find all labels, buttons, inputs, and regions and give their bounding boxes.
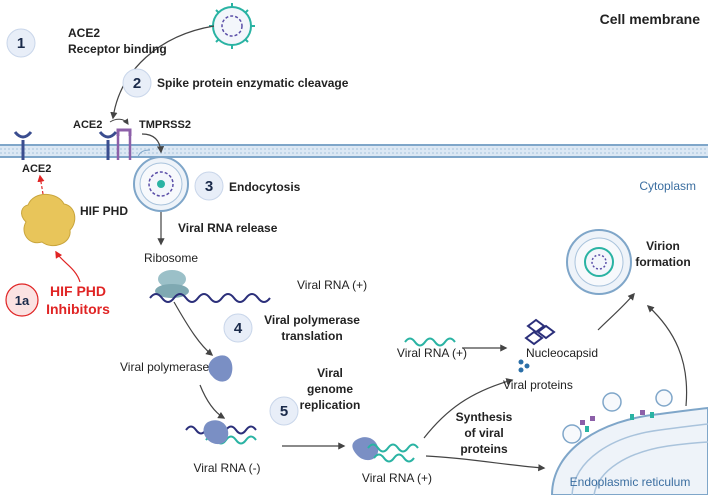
viral-rna-minus-label: Viral RNA (-) xyxy=(193,461,260,475)
virion-label-line1: Virion xyxy=(646,239,680,253)
hif-to-ace2-arrow xyxy=(37,174,45,195)
er-to-virion-arrow xyxy=(646,305,688,407)
viral-rna-release-label: Viral RNA release xyxy=(178,221,278,235)
cytoplasm-label: Cytoplasm xyxy=(639,179,696,193)
viral-rna-plus-strand-mid xyxy=(404,337,456,347)
ribosome-icon xyxy=(155,270,189,298)
ace2-receptor-icon xyxy=(98,131,118,160)
viral-proteins-icon xyxy=(518,359,530,373)
viral-rna-plus-mid-label: Viral RNA (+) xyxy=(397,346,467,360)
step-4-label-line1: Viral polymerase xyxy=(264,313,360,327)
synthesis-label-line1: Synthesis xyxy=(456,410,513,424)
virion-icon xyxy=(566,229,632,295)
virus-icon xyxy=(209,3,255,49)
step-2-marker: 2 xyxy=(122,68,152,98)
step-4-label-line2: translation xyxy=(281,329,342,343)
viral-rna-plus-top-label: Viral RNA (+) xyxy=(297,278,367,292)
svg-text:2: 2 xyxy=(133,75,141,92)
ace2-left-label: ACE2 xyxy=(22,163,51,175)
step-1-label-line1: ACE2 xyxy=(68,26,100,40)
er-label: Endoplasmic reticulum xyxy=(570,475,691,489)
replication-polymerase-icon xyxy=(203,420,229,445)
viral-polymerase-icon xyxy=(208,355,233,382)
tmprss2-label: TMPRSS2 xyxy=(139,119,191,131)
inhibitor-arrow xyxy=(55,250,81,283)
viral-rna-plus-strand-bottom-2 xyxy=(373,453,415,463)
nucleocapsid-label: Nucleocapsid xyxy=(526,346,598,360)
viral-rna-plus-strand-bottom-1 xyxy=(367,443,419,453)
step-2-label: Spike protein enzymatic cleavage xyxy=(157,76,349,90)
virion-label-line2: formation xyxy=(635,255,690,269)
entry-arrow xyxy=(141,133,165,154)
synthesis-label-line3: proteins xyxy=(460,442,508,456)
viral-polymerase-label: Viral polymerase xyxy=(120,360,209,374)
svg-text:1: 1 xyxy=(17,35,25,52)
step-3-marker: 3 xyxy=(194,171,224,201)
endoplasmic-reticulum xyxy=(550,389,708,495)
step-3-label: Endocytosis xyxy=(229,180,301,194)
ribosome-label: Ribosome xyxy=(144,251,198,265)
step-5-label-line1: Viral xyxy=(317,366,343,380)
step-1a-marker: 1a xyxy=(5,283,39,317)
cell-membrane-label: Cell membrane xyxy=(600,11,701,27)
step-5-marker: 5 xyxy=(269,396,299,426)
cell-membrane xyxy=(0,144,708,158)
step-5-label-line2: genome xyxy=(307,382,353,396)
polymerase-arrow xyxy=(199,384,226,419)
step-4-marker: 4 xyxy=(223,313,253,343)
step-5-label-line3: replication xyxy=(300,398,361,412)
endocytosis-vesicle xyxy=(133,149,189,212)
to-er-arrow xyxy=(425,455,546,472)
ace2-receptor-label: ACE2 xyxy=(73,119,102,131)
synthesis-label-line2: of viral xyxy=(464,426,503,440)
svg-text:5: 5 xyxy=(280,403,288,420)
to-virion-arrow xyxy=(597,292,635,331)
viral-rna-plus-bottom-label: Viral RNA (+) xyxy=(362,471,432,485)
replicated-polymerase-icon xyxy=(352,437,379,461)
nucleocapsid-icon xyxy=(524,318,556,346)
to-viral-proteins-arrow xyxy=(423,378,514,439)
svg-text:4: 4 xyxy=(234,320,243,337)
ace2-left-receptor-icon xyxy=(13,131,33,160)
svg-text:3: 3 xyxy=(205,178,213,195)
cleavage-arrow xyxy=(109,118,129,125)
viral-rna-strand-top xyxy=(149,293,271,303)
hif-inhibitors-label-line1: HIF PHD xyxy=(50,283,106,299)
viral-proteins-label: Viral proteins xyxy=(503,378,573,392)
step-1-label-line2: Receptor binding xyxy=(68,42,167,56)
step-1-marker: 1 xyxy=(6,28,36,58)
tmprss2-icon xyxy=(116,128,132,160)
svg-text:1a: 1a xyxy=(15,293,30,308)
virus-to-ace2-arrow xyxy=(110,25,215,120)
hif-phd-enzyme-icon xyxy=(21,193,76,246)
hif-inhibitors-label-line2: Inhibitors xyxy=(46,301,110,317)
translation-arrow xyxy=(173,301,214,356)
hif-phd-label: HIF PHD xyxy=(80,204,128,218)
